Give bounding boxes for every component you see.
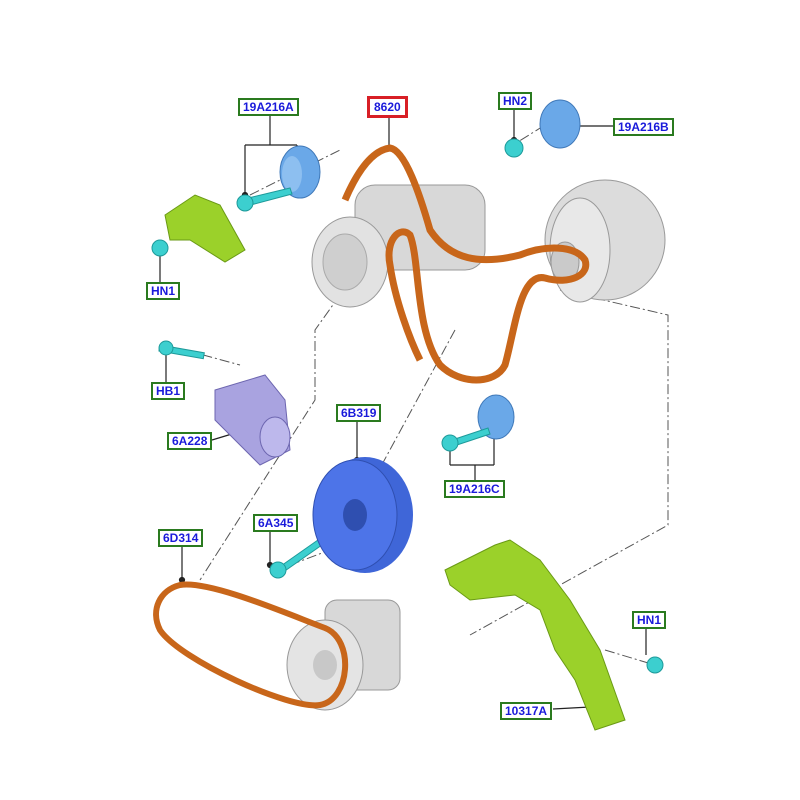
- ac-compressor: [311, 184, 486, 308]
- crank-pulley-6B319: [312, 457, 413, 573]
- label-HB1[interactable]: HB1: [151, 382, 186, 400]
- bolt-HB1: [158, 340, 174, 356]
- label-6A228[interactable]: 6A228: [167, 432, 213, 450]
- bracket: [164, 194, 246, 263]
- label-HN1-lower[interactable]: HN1: [632, 611, 667, 629]
- label-HN1[interactable]: HN1: [146, 282, 181, 300]
- label-HN2[interactable]: HN2: [498, 92, 533, 110]
- label-8620-highlighted[interactable]: 8620: [367, 96, 408, 118]
- drive-belt-6D314: [153, 581, 348, 709]
- label-6D314[interactable]: 6D314: [158, 529, 204, 547]
- bolt-6A345: [269, 561, 287, 579]
- label-19A216C[interactable]: 19A216C: [444, 480, 505, 498]
- idler-pulley-19A216A: [279, 145, 321, 199]
- drive-belt-8620: [341, 144, 590, 384]
- label-10317A[interactable]: 10317A: [500, 702, 553, 720]
- idler-pulley-19A216B: [539, 99, 581, 149]
- nut-HN2: [504, 138, 524, 158]
- tensioner-6A228: [214, 374, 291, 466]
- label-6A345[interactable]: 6A345: [253, 514, 299, 532]
- label-19A216B[interactable]: 19A216B: [613, 118, 674, 136]
- nut-HN1-lower: [646, 656, 664, 674]
- label-6B319[interactable]: 6B319: [336, 404, 382, 422]
- nut-HN1: [151, 239, 169, 257]
- alternator: [544, 179, 666, 303]
- shield-10317A: [444, 539, 626, 731]
- label-19A216A[interactable]: 19A216A: [238, 98, 299, 116]
